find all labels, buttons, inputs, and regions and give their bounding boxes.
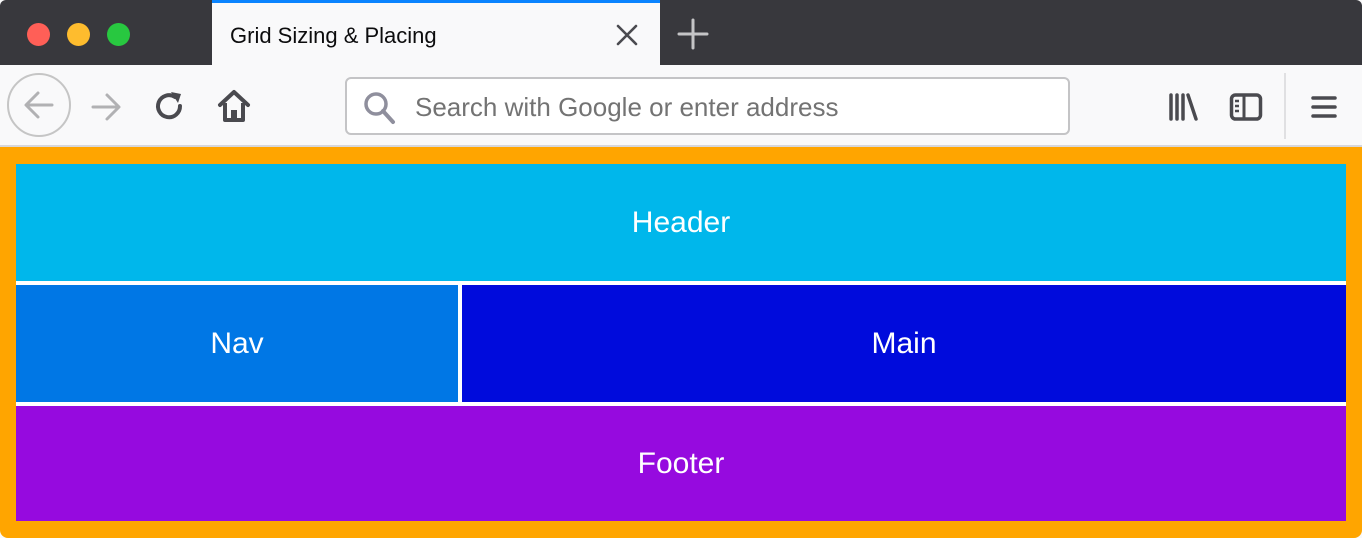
toolbar-separator [1284, 73, 1286, 139]
grid-nav: Nav [16, 285, 458, 402]
main-label: Main [871, 326, 937, 360]
search-input[interactable] [413, 79, 1057, 135]
grid-footer: Footer [16, 406, 1346, 521]
address-bar[interactable] [345, 77, 1070, 135]
window-zoom-button[interactable] [107, 23, 130, 46]
page-content: Header Nav Main Footer [0, 147, 1362, 538]
grid-main: Main [462, 285, 1346, 402]
sidebar-button[interactable] [1226, 87, 1266, 127]
new-tab-plus-icon[interactable] [676, 17, 710, 51]
library-icon [1169, 93, 1198, 121]
window-close-button[interactable] [27, 23, 50, 46]
sidebar-icon [1229, 93, 1263, 121]
back-button[interactable] [7, 73, 71, 137]
navigation-toolbar [0, 65, 1362, 147]
tab-grid-sizing-placing[interactable]: Grid Sizing & Placing [212, 0, 660, 65]
reload-icon [156, 92, 183, 120]
grid-container: Header Nav Main Footer [16, 164, 1346, 521]
library-button[interactable] [1163, 87, 1203, 127]
open-menu-button[interactable] [1304, 87, 1344, 127]
arrow-left-icon [24, 91, 54, 119]
home-icon [218, 90, 250, 122]
home-button[interactable] [214, 85, 254, 127]
reload-button[interactable] [150, 87, 190, 127]
nav-label: Nav [210, 326, 264, 360]
arrow-right-icon [91, 93, 121, 121]
search-icon [364, 92, 395, 124]
forward-button[interactable] [86, 89, 126, 125]
title-bar: Grid Sizing & Placing [0, 0, 1362, 65]
close-icon[interactable] [614, 22, 640, 48]
hamburger-menu-icon [1311, 96, 1337, 118]
grid-header: Header [16, 164, 1346, 281]
footer-label: Footer [637, 446, 725, 480]
tab-title: Grid Sizing & Placing [230, 23, 437, 48]
window-minimize-button[interactable] [67, 23, 90, 46]
header-label: Header [631, 205, 731, 239]
